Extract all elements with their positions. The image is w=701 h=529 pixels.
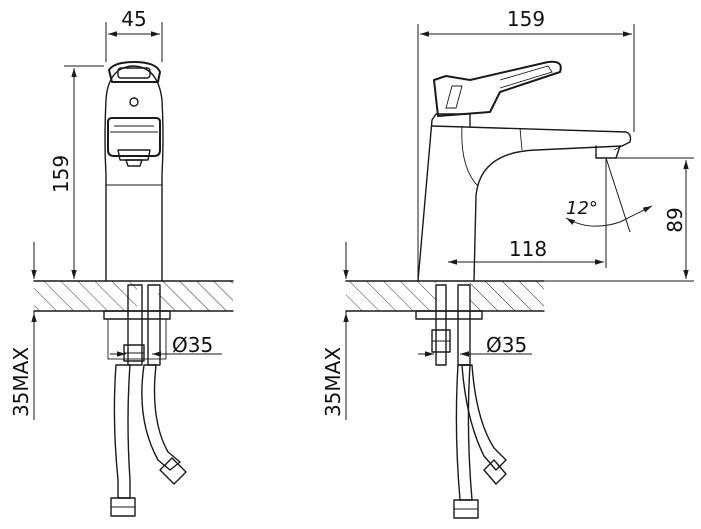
dim-width-45: 45 (105, 7, 163, 62)
dim-deck-35max: 35MAX (9, 242, 37, 420)
side-view: 45 159 35MAX Ø35 (9, 7, 234, 517)
label-hole-35-left: Ø35 (172, 333, 213, 357)
label-height-159: 159 (49, 155, 73, 193)
faucet-side-body (104, 61, 164, 282)
label-deck-35max: 35MAX (9, 347, 33, 417)
countertop-left (33, 280, 234, 312)
countertop-right (345, 280, 545, 312)
dim-deck-35max-right: 35MAX (321, 242, 349, 420)
label-height-89: 89 (663, 207, 687, 232)
label-reach-118: 118 (509, 237, 547, 261)
hoses-left (110, 364, 187, 517)
label-hole-35-right: Ø35 (486, 333, 527, 357)
dim-reach-118: 118 (448, 158, 607, 268)
dim-hole-35-left: Ø35 (110, 333, 222, 357)
hoses-right (453, 364, 507, 519)
front-view: 159 118 89 12° 35MAX (321, 7, 694, 519)
label-length-159: 159 (507, 7, 545, 31)
label-deck-35max-right: 35MAX (321, 347, 345, 417)
dim-height-159: 159 (49, 65, 104, 282)
dim-angle-12: 12° (565, 157, 653, 233)
dim-length-159: 159 (417, 7, 635, 281)
mounting-left (103, 284, 171, 366)
dim-hole-35-right: Ø35 (418, 333, 532, 357)
label-width-45: 45 (121, 7, 146, 31)
label-angle-12: 12° (566, 198, 598, 219)
dim-height-89: 89 (544, 157, 694, 282)
